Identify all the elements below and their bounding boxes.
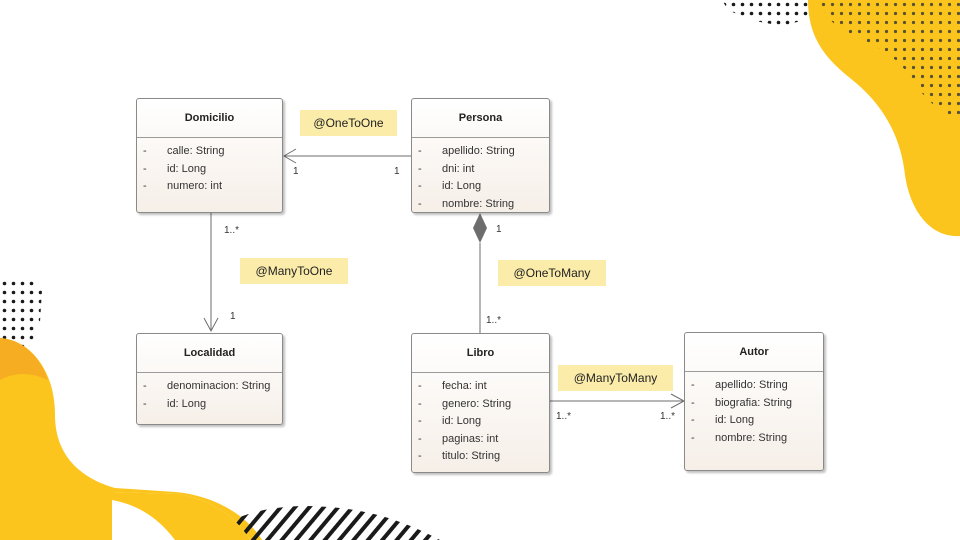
relation-label-manytoone: @ManyToOne: [240, 258, 348, 284]
class-title: Domicilio: [137, 99, 282, 138]
class-libro[interactable]: Libro -fecha: int -genero: String -id: L…: [411, 333, 550, 473]
attribute-row: -dni: int: [418, 162, 475, 175]
multiplicity-label: 1..*: [556, 411, 572, 422]
attribute-row: -id: Long: [143, 162, 207, 175]
arrowhead-manytoone: [203, 317, 219, 333]
bottom-left-blob-dark: [0, 338, 48, 380]
class-title: Persona: [412, 99, 549, 138]
multiplicity-label: 1..*: [486, 315, 502, 326]
attribute-row: -titulo: String: [418, 450, 501, 462]
attribute-row: -fecha: int: [418, 380, 487, 392]
top-right-blob-dots: [820, 0, 960, 120]
multiplicity-label: 1..*: [224, 225, 240, 236]
attribute-row: -id: Long: [691, 414, 755, 426]
attribute-row: -genero: String: [418, 397, 512, 410]
composition-diamond: [473, 213, 487, 243]
bottom-stripes: [205, 506, 440, 540]
multiplicity-label: 1: [394, 166, 400, 177]
class-title: Autor: [685, 333, 823, 372]
attribute-row: -apellido: String: [418, 145, 515, 157]
class-title: Libro: [412, 334, 549, 373]
relation-label-onetomany: @OneToMany: [498, 260, 606, 286]
attribute-row: -apellido: String: [691, 379, 788, 391]
attribute-row: -numero: int: [143, 180, 223, 192]
class-title: Localidad: [137, 334, 282, 373]
class-persona[interactable]: Persona -apellido: String -dni: int -id:…: [411, 98, 550, 213]
relation-label-manytomany: @ManyToMany: [558, 365, 673, 391]
class-localidad[interactable]: Localidad -denominacion: String -id: Lon…: [136, 333, 283, 425]
left-dots: [0, 276, 42, 352]
attribute-row: -id: Long: [418, 415, 482, 427]
attribute-row: -paginas: int: [418, 432, 499, 445]
relation-label-onetoone: @OneToOne: [300, 110, 397, 136]
multiplicity-label: 1: [293, 166, 299, 177]
multiplicity-label: 1: [496, 224, 502, 235]
class-autor[interactable]: Autor -apellido: String -biografia: Stri…: [684, 332, 824, 471]
attribute-row: -calle: String: [143, 145, 225, 157]
class-domicilio[interactable]: Domicilio -calle: String -id: Long -nume…: [136, 98, 283, 213]
arrowhead-onetoone: [283, 148, 297, 164]
bottom-left-blob: [0, 338, 262, 540]
multiplicity-label: 1..*: [660, 411, 676, 422]
attribute-row: -id: Long: [143, 397, 207, 410]
multiplicity-label: 1: [230, 311, 236, 322]
attribute-row: -denominacion: String: [143, 380, 271, 392]
top-right-dots: [722, 0, 820, 26]
attribute-row: -nombre: String: [418, 197, 515, 210]
attribute-row: -biografia: String: [691, 396, 793, 409]
attribute-row: -id: Long: [418, 180, 482, 192]
attribute-row: -nombre: String: [691, 431, 788, 444]
